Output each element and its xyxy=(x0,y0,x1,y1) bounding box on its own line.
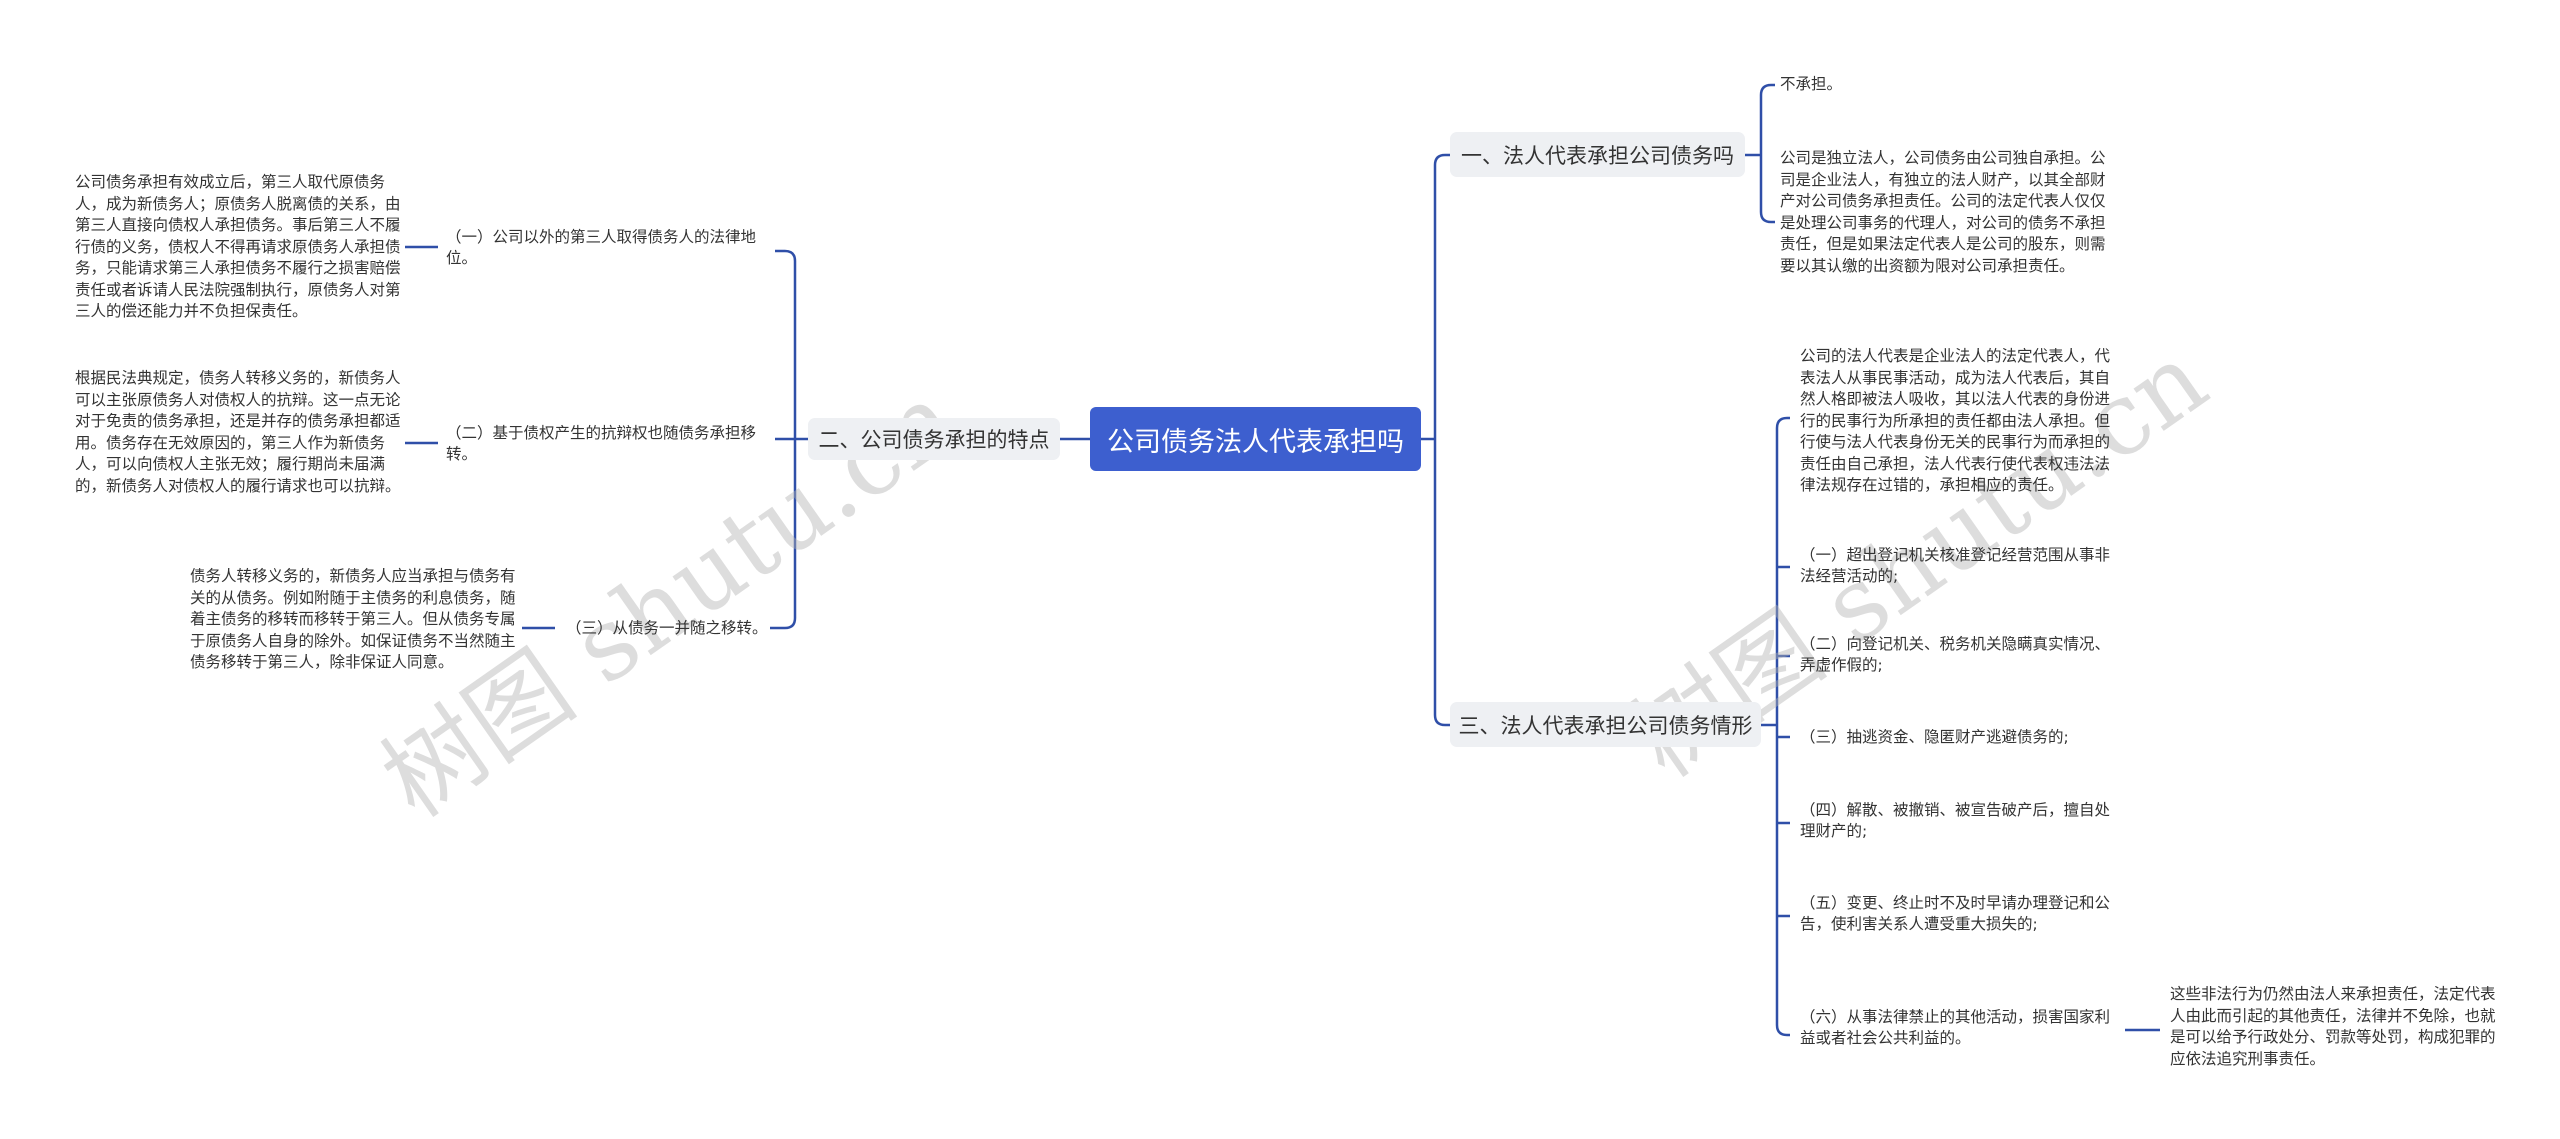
branch-1-leaf-1: 不承担。 xyxy=(1780,75,1843,93)
branch-1[interactable]: 一、法人代表承担公司债务吗 xyxy=(1450,132,1745,177)
branch-2-item-2[interactable]: （二）基于债权产生的抗辩权也随债务承担移转。 xyxy=(446,424,757,463)
branch-3-item-4[interactable]: （四）解散、被撤销、被宣告破产后，擅自处理财产的; xyxy=(1800,801,2111,840)
branch-2[interactable]: 二、公司债务承担的特点 xyxy=(808,418,1060,460)
root-topic[interactable]: 公司债务法人代表承担吗 xyxy=(1090,407,1421,471)
branch-3-item-5[interactable]: （五）变更、终止时不及时早请办理登记和公告，使利害关系人遭受重大损失的; xyxy=(1800,894,2111,933)
branch-3-item-6[interactable]: （六）从事法律禁止的其他活动，损害国家利益或者社会公共利益的。 xyxy=(1800,1008,2111,1047)
branch-3-item-6-detail: 这些非法行为仍然由法人来承担责任，法定代表人由此而引起的其他责任，法律并不免除，… xyxy=(2170,985,2496,1068)
branch-3[interactable]: 三、法人代表承担公司债务情形 xyxy=(1450,702,1761,747)
branch-2-item-1[interactable]: （一）公司以外的第三人取得债务人的法律地位。 xyxy=(446,228,757,267)
branch-2-item-1-detail: 公司债务承担有效成立后，第三人取代原债务人，成为新债务人；原债务人脱离债的关系，… xyxy=(75,173,401,320)
branch-2-item-2-detail: 根据民法典规定，债务人转移义务的，新债务人可以主张原债务人对债权人的抗辩。这一点… xyxy=(75,369,401,495)
branch-3-item-1[interactable]: （一）超出登记机关核准登记经营范围从事非法经营活动的; xyxy=(1800,546,2111,585)
branch-3-item-3[interactable]: （三）抽逃资金、隐匿财产逃避债务的; xyxy=(1800,728,2069,746)
branch-2-item-3-detail: 债务人转移义务的，新债务人应当承担与债务有关的从债务。例如附随于主债务的利息债务… xyxy=(190,567,516,671)
branch-3-intro[interactable]: 公司的法人代表是企业法人的法定代表人，代表法人从事民事活动，成为法人代表后，其自… xyxy=(1800,347,2111,494)
branch-3-item-2[interactable]: （二）向登记机关、税务机关隐瞒真实情况、弄虚作假的; xyxy=(1800,635,2111,674)
branch-1-leaf-2: 公司是独立法人，公司债务由公司独自承担。公司是企业法人，有独立的法人财产，以其全… xyxy=(1780,149,2106,275)
branch-2-item-3[interactable]: （三）从债务一并随之移转。 xyxy=(566,619,768,637)
